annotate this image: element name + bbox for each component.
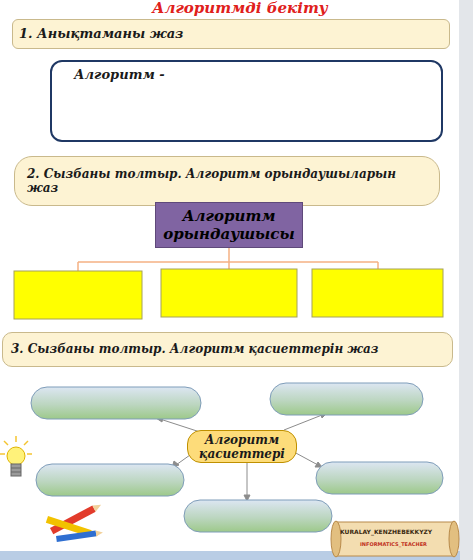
watermark-text: INFORMATICS_TEACHER (360, 541, 427, 547)
node-text: 2. Сызбаны толтыр. Алгоритм орындаушылар… (27, 167, 427, 195)
worksheet-title: Алгоритмді бекіту (90, 0, 390, 17)
lightbulb-icon (0, 436, 32, 476)
node-text: Алгоритм орындаушысы (160, 207, 298, 243)
node-text: Алгоритм қасиеттері (190, 433, 294, 461)
empty-answer-box (14, 269, 443, 319)
pencils-icon (46, 502, 104, 542)
scroll-banner (331, 521, 459, 557)
node-text: 1. Анықтаманы жаз (19, 26, 443, 41)
page-edge (459, 0, 473, 560)
task-header: 1. Анықтаманы жаз (12, 19, 450, 49)
definition-box: Алгоритм - (50, 60, 443, 142)
watermark-text: KURALAY_KENZHEBEKKYZY (340, 528, 432, 535)
task-header: 2. Сызбаны толтыр. Алгоритм орындаушылар… (14, 156, 440, 206)
tree-lines (78, 248, 378, 271)
executor-root-box: Алгоритм орындаушысы (155, 202, 303, 248)
node-text: Алгоритм - (74, 67, 419, 82)
task-header: 3. Сызбаны толтыр. Алгоритм қасиеттерін … (2, 332, 453, 367)
node-text: 3. Сызбаны толтыр. Алгоритм қасиеттерін … (11, 342, 444, 356)
properties-center-box: Алгоритм қасиеттері (187, 430, 297, 463)
